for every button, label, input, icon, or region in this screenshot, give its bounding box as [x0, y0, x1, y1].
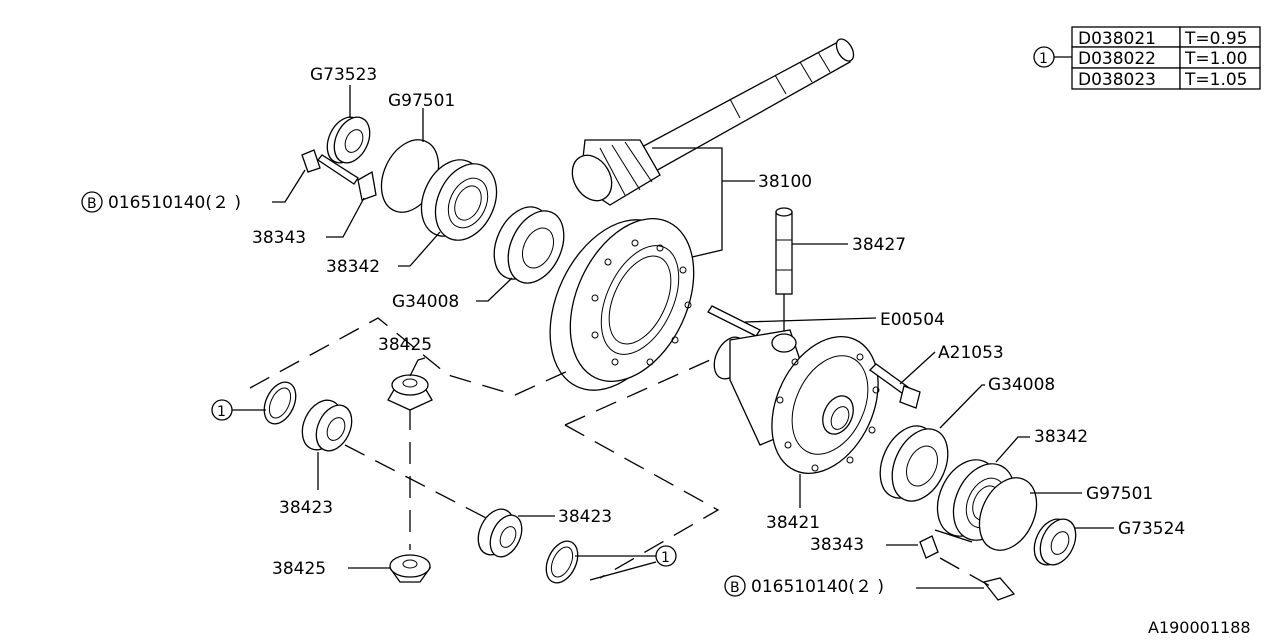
label-38343-right: 38343 — [810, 535, 864, 555]
pinion-shaft — [775, 207, 793, 295]
leader-bolt-top — [272, 169, 306, 203]
differential-case — [713, 329, 880, 474]
leader-g34008-top — [476, 277, 513, 302]
label-g97501-right: G97501 — [1086, 484, 1153, 504]
lock-plate-38343-top — [357, 170, 377, 201]
ring-gear-bolt — [869, 363, 921, 409]
label-38100: 38100 — [758, 172, 812, 192]
bolt-bottom — [939, 557, 1016, 601]
leader-g34008-right — [939, 384, 985, 429]
ring-gear — [549, 218, 695, 391]
ref-marker-bottom: 1 — [655, 545, 677, 567]
dashed-guide-upper — [249, 317, 571, 396]
side-gear-left — [301, 399, 353, 452]
svg-text:1: 1 — [217, 404, 226, 420]
label-38423-mid: 38423 — [558, 507, 612, 527]
side-retainer-38342-top — [420, 159, 498, 241]
shim-thickness-1: T=0.95 — [1184, 29, 1247, 49]
side-gear-mid — [477, 508, 523, 558]
ref-marker-left: 1 — [211, 399, 266, 421]
leader-38342-right — [995, 436, 1030, 463]
washer-bottom — [545, 540, 579, 584]
leader-e00504 — [744, 317, 877, 323]
shim-table: D038021 T=0.95 D038022 T=1.00 D038023 T=… — [1071, 26, 1261, 90]
diagram-id: A190001188 — [1148, 618, 1251, 637]
ref-marker-table: 1 — [1033, 46, 1072, 68]
leader-a21053 — [899, 351, 936, 385]
bolt-top — [301, 149, 359, 185]
leader-38343-top — [326, 197, 365, 238]
label-bolt-bottom: 016510140(２ ) — [751, 577, 884, 597]
bearing-g34008-top — [493, 206, 565, 284]
label-38427: 38427 — [852, 235, 906, 255]
o-ring-g97501-right — [978, 477, 1038, 551]
svg-text:1: 1 — [661, 550, 670, 566]
label-38423-left: 38423 — [279, 498, 333, 518]
dashed-guide-side-gears — [344, 444, 491, 521]
shim-part-3: D038023 — [1078, 70, 1156, 90]
svg-text:1: 1 — [1039, 51, 1048, 67]
drive-pinion-shaft — [571, 38, 855, 206]
bearing-g34008-right — [879, 425, 949, 502]
bolt-badge-bottom: B — [724, 575, 746, 597]
label-g34008-top: G34008 — [392, 292, 459, 312]
leader-38425-top — [409, 357, 426, 377]
svg-text:B: B — [87, 196, 97, 212]
bolt-badge-top: B — [81, 191, 103, 213]
leader-38100 — [652, 147, 723, 259]
lock-plate-38343-right — [919, 535, 939, 559]
label-38425-top: 38425 — [378, 335, 432, 355]
dashed-guide-middle — [564, 424, 720, 579]
label-e00504: E00504 — [880, 310, 945, 330]
label-g73523: G73523 — [310, 65, 377, 85]
label-38425-bottom: 38425 — [272, 559, 326, 579]
label-38342-right: 38342 — [1034, 427, 1088, 447]
oil-seal-g73523 — [326, 116, 371, 164]
shim-part-2: D038022 — [1078, 49, 1156, 69]
pinion-gear-bottom — [388, 554, 432, 583]
label-bolt-top: 016510140(２ ) — [108, 193, 241, 213]
washer-left — [263, 381, 297, 425]
label-g97501-top: G97501 — [388, 91, 455, 111]
oil-seal-g73524 — [1033, 518, 1077, 566]
label-38421: 38421 — [766, 513, 820, 533]
label-g34008-right: G34008 — [988, 375, 1055, 395]
label-38342-top: 38342 — [326, 257, 380, 277]
label-a21053: A21053 — [938, 343, 1004, 363]
label-38343-top: 38343 — [252, 228, 306, 248]
svg-text:B: B — [730, 580, 740, 596]
shim-thickness-2: T=1.00 — [1184, 49, 1247, 69]
shim-thickness-3: T=1.05 — [1184, 70, 1247, 90]
shim-part-1: D038021 — [1078, 29, 1156, 49]
leader-38342-top — [398, 231, 441, 267]
pinion-gear-top — [387, 374, 433, 411]
straight-pin — [707, 305, 761, 337]
dashed-guide-lower — [564, 359, 711, 426]
label-g73524: G73524 — [1118, 519, 1185, 539]
